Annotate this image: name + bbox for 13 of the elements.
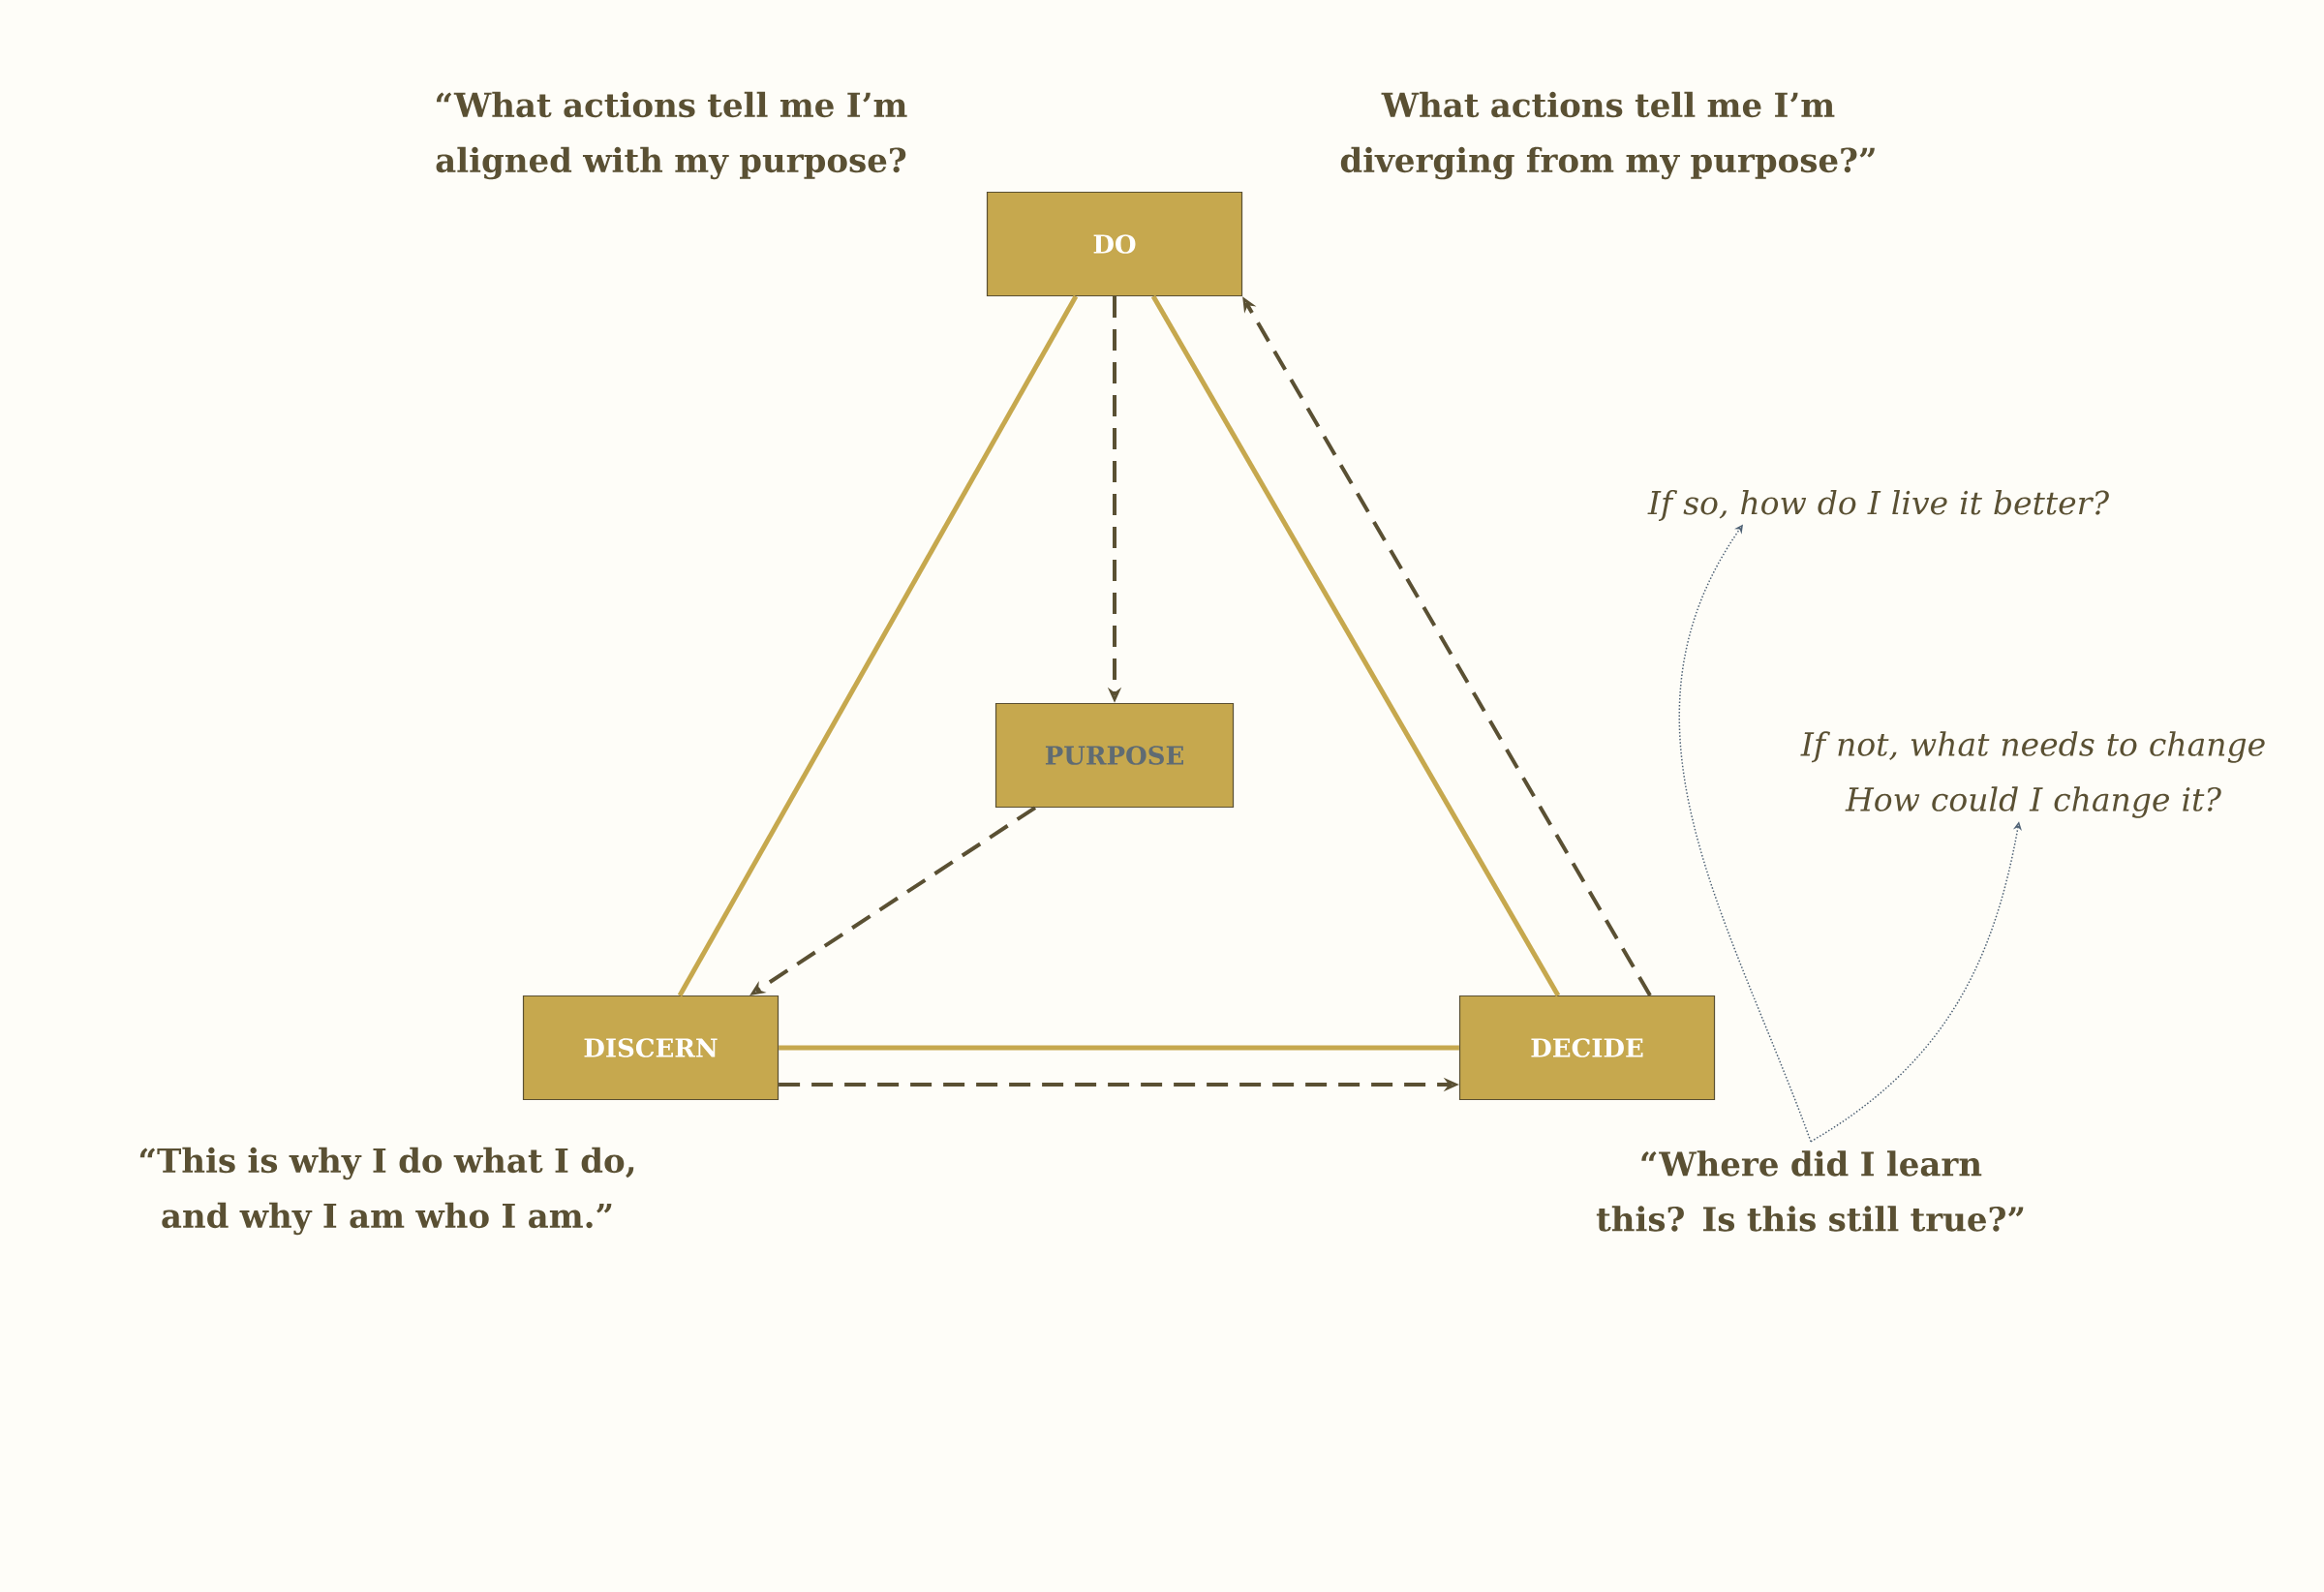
question-text: If so, how do I live it better? [1647, 490, 2109, 521]
quote-text: “Where did I learn this? Is this still true?” [1596, 1150, 2024, 1232]
process-box: DISCERN [522, 995, 780, 1101]
quote-text: “What actions tell me I’m aligned with my purpose? [436, 91, 907, 180]
question-text: If not, what needs to change How could I change it? [1800, 731, 2265, 818]
quote-text: What actions tell me I’m diverging from my purpose?” [1340, 91, 1875, 180]
connector-line [1150, 294, 1561, 997]
connector-line [677, 294, 1079, 997]
process-box: PURPOSE [994, 702, 1235, 809]
connector-line [779, 1045, 1459, 1051]
process-box: DO [986, 191, 1243, 297]
process-box: DECIDE [1458, 995, 1716, 1101]
quote-text: “This is why I do what I do, and why I am who I am.” [139, 1147, 634, 1236]
